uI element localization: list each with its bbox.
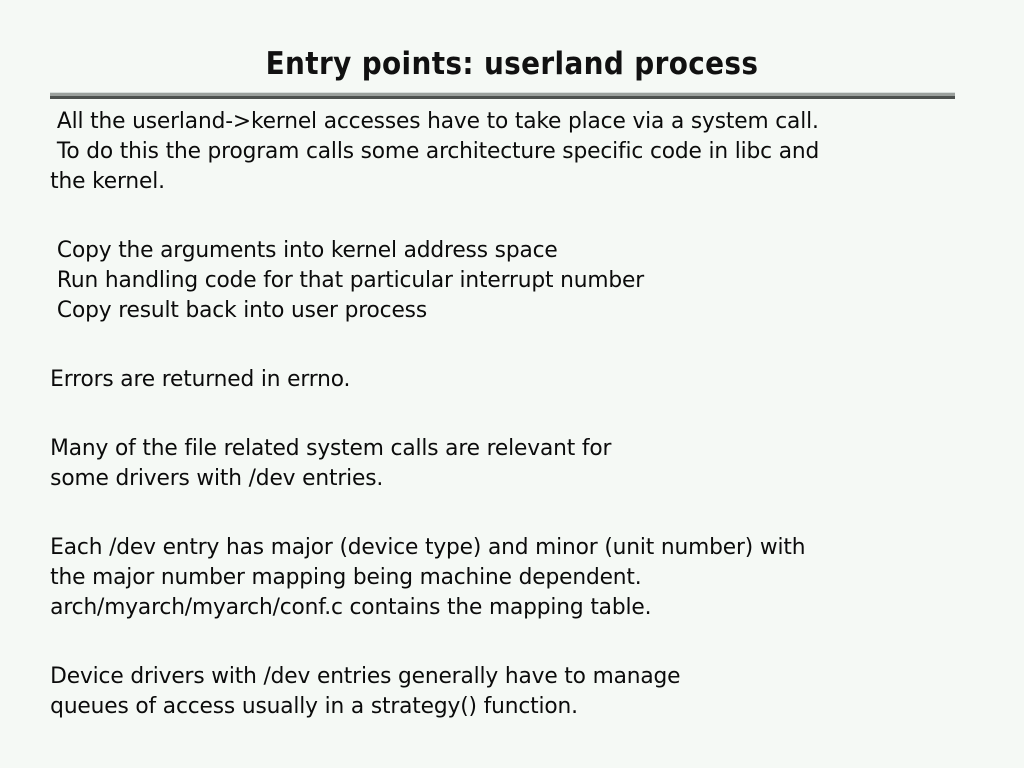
text-line: Each /dev entry has major (device type) … xyxy=(50,534,806,560)
rule-highlight xyxy=(50,92,955,93)
text-line: All the userland->kernel accesses have t… xyxy=(50,108,819,134)
text-line: Copy the arguments into kernel address s… xyxy=(50,237,558,263)
text-line: Many of the file related system calls ar… xyxy=(50,435,612,461)
rule-body xyxy=(50,93,955,96)
block-spacer xyxy=(0,622,1024,652)
paragraph-syscall-steps: Copy the arguments into kernel address s… xyxy=(0,235,1024,325)
text-line: arch/myarch/myarch/conf.c contains the m… xyxy=(50,594,652,620)
block-spacer xyxy=(0,394,1024,424)
paragraph-driver-queues: Device drivers with /dev entries general… xyxy=(0,661,1024,721)
rule-shadow xyxy=(50,96,955,99)
page-title: Entry points: userland process xyxy=(265,46,759,82)
block-spacer xyxy=(0,355,1024,364)
paragraph-file-syscalls: Many of the file related system calls ar… xyxy=(0,433,1024,493)
block-spacer xyxy=(0,652,1024,661)
text-line: the kernel. xyxy=(50,168,165,194)
paragraph-syscall-intro: All the userland->kernel accesses have t… xyxy=(0,106,1024,196)
text-line: Device drivers with /dev entries general… xyxy=(50,663,681,689)
text-line: Errors are returned in errno. xyxy=(50,366,351,392)
paragraph-errors: Errors are returned in errno. xyxy=(0,364,1024,394)
slide-body: All the userland->kernel accesses have t… xyxy=(0,106,1024,721)
paragraph-dev-major-minor: Each /dev entry has major (device type) … xyxy=(0,532,1024,622)
block-spacer xyxy=(0,196,1024,226)
title-divider-rule xyxy=(50,92,955,99)
text-line: some drivers with /dev entries. xyxy=(50,465,384,491)
block-spacer xyxy=(0,325,1024,355)
text-line: queues of access usually in a strategy()… xyxy=(50,693,578,719)
text-line: Copy result back into user process xyxy=(50,297,428,323)
text-line: the major number mapping being machine d… xyxy=(50,564,642,590)
text-line: To do this the program calls some archit… xyxy=(50,138,820,164)
block-spacer xyxy=(0,493,1024,523)
block-spacer xyxy=(0,523,1024,532)
block-spacer xyxy=(0,226,1024,235)
block-spacer xyxy=(0,424,1024,433)
text-line: Run handling code for that particular in… xyxy=(50,267,645,293)
